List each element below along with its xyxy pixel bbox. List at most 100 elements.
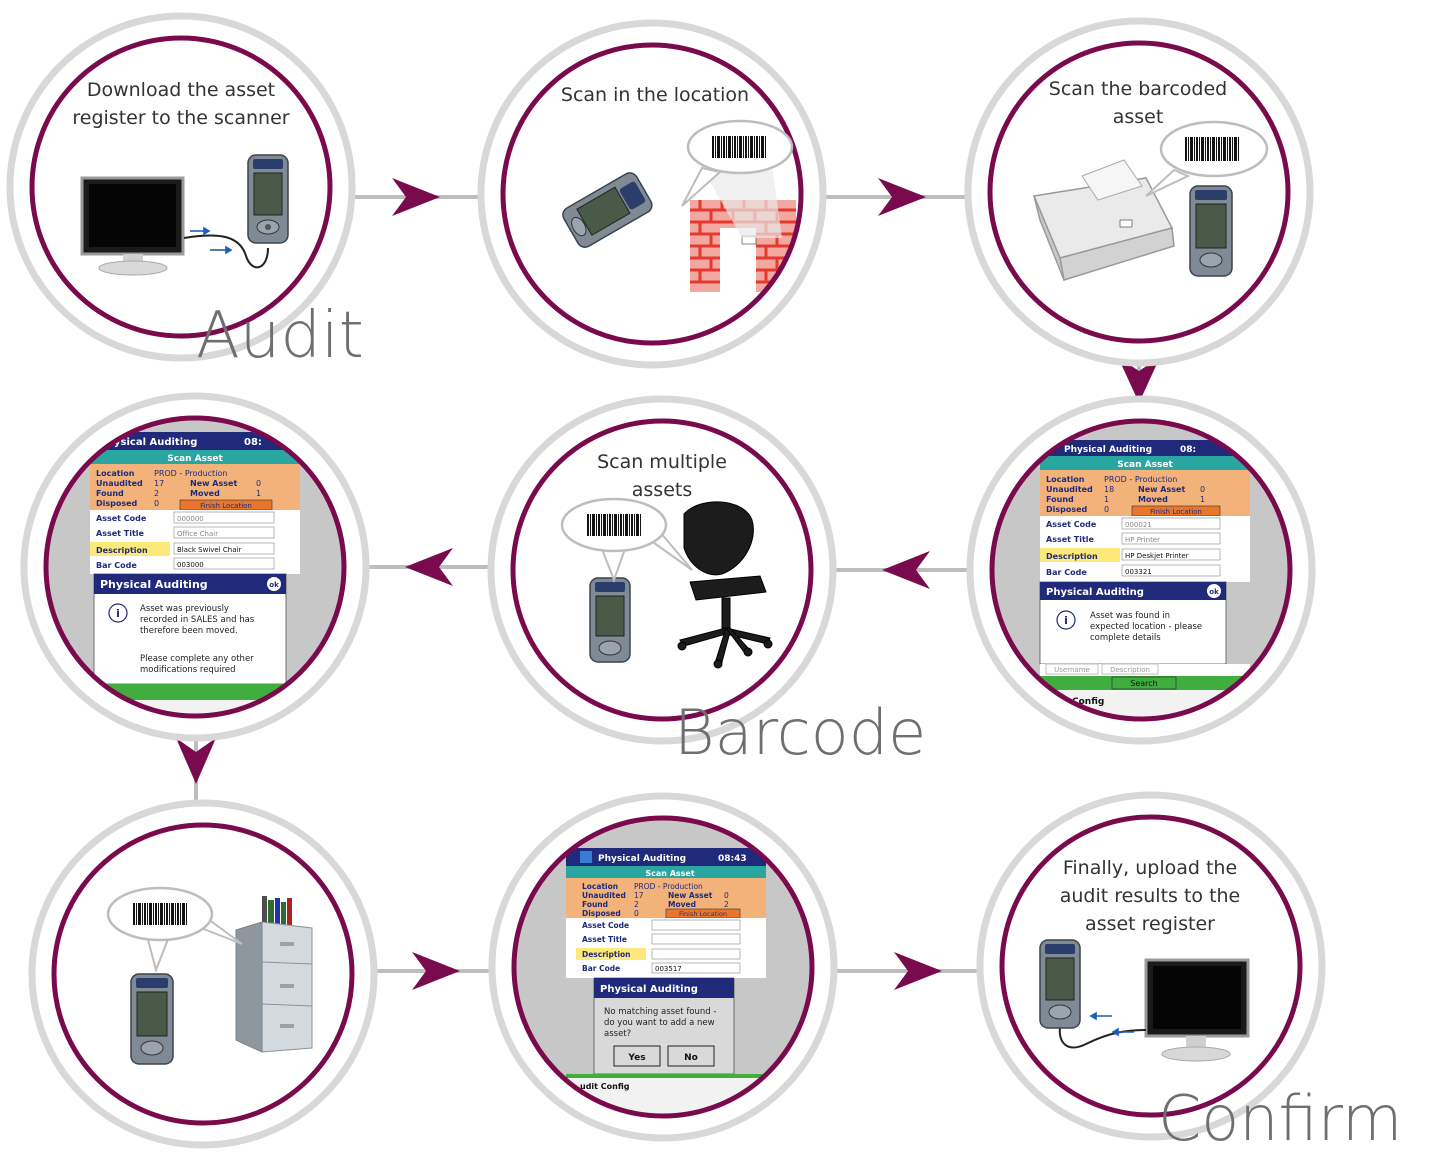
barcode-icon	[712, 136, 766, 158]
arrow-left-icon	[405, 548, 453, 586]
step-scan-asset	[964, 17, 1314, 367]
svg-text:New Asset: New Asset	[1138, 485, 1185, 494]
svg-text:i: i	[116, 607, 120, 620]
svg-text:therefore been moved.: therefore been moved.	[140, 626, 238, 636]
svg-text:0: 0	[634, 909, 639, 918]
svg-text:000000: 000000	[177, 515, 204, 523]
svg-text:000021: 000021	[1125, 521, 1152, 529]
svg-text:Description: Description	[582, 950, 631, 959]
flow-arrows	[176, 178, 1160, 990]
svg-text:Bar Code: Bar Code	[96, 561, 137, 570]
arrow-left-icon	[882, 551, 930, 589]
step-new-asset: Physical Auditing 08:43 Scan Asset Locat…	[488, 792, 838, 1142]
svg-text:Scan Asset: Scan Asset	[167, 454, 223, 464]
barcode-bubble	[681, 119, 794, 207]
barcode-icon	[133, 903, 187, 925]
pda-screen-moved: ysical Auditing 08: Scan Asset Location …	[90, 432, 300, 716]
svg-text:Black Swivel Chair: Black Swivel Chair	[177, 546, 241, 554]
svg-text:do you want to add a new: do you want to add a new	[604, 1018, 715, 1028]
label-audit: Audit	[196, 299, 364, 373]
step-scan-cabinet	[28, 799, 378, 1149]
svg-text:2: 2	[724, 900, 729, 909]
svg-text:Physical Auditing: Physical Auditing	[598, 854, 686, 864]
cable-icon	[183, 234, 269, 269]
step-download-register	[6, 12, 356, 362]
svg-text:Found: Found	[582, 900, 608, 909]
pda-icon	[1039, 939, 1081, 1029]
step-scan-multiple	[487, 395, 837, 745]
svg-text:Search: Search	[1130, 679, 1157, 688]
svg-text:0: 0	[154, 499, 159, 508]
svg-text:udit Config: udit Config	[580, 1082, 630, 1091]
svg-text:Physical Auditing: Physical Auditing	[600, 984, 698, 995]
caption-line: Scan multiple	[597, 451, 727, 473]
pda-screen-found: Physical Auditing 08: Scan Asset Locatio…	[1039, 440, 1250, 719]
svg-text:003000: 003000	[177, 561, 204, 569]
svg-text:Physical Auditing: Physical Auditing	[1064, 445, 1152, 455]
svg-text:Physical Auditing: Physical Auditing	[100, 578, 208, 591]
barcode-bubble	[106, 886, 243, 974]
label-barcode: Barcode	[674, 696, 927, 769]
barcode-bubble	[560, 497, 693, 583]
svg-text:Description: Description	[96, 546, 148, 555]
svg-text:HP Printer: HP Printer	[1125, 536, 1160, 544]
pda-icon	[247, 154, 289, 244]
svg-text:Moved: Moved	[668, 900, 696, 909]
barcode-icon	[1185, 137, 1239, 161]
monitor-icon	[1144, 958, 1250, 1062]
svg-text:Description: Description	[1110, 666, 1150, 674]
svg-text:Unaudited: Unaudited	[96, 479, 143, 488]
svg-text:Location: Location	[1046, 475, 1085, 484]
svg-text:Finish Location: Finish Location	[679, 910, 727, 918]
step-asset-moved: ysical Auditing 08: Scan Asset Location …	[20, 392, 370, 742]
svg-text:Config: Config	[1072, 697, 1104, 707]
barcode-icon	[587, 514, 641, 536]
svg-text:Asset was previously: Asset was previously	[140, 604, 229, 614]
step-upload-results	[976, 791, 1326, 1141]
svg-text:18: 18	[1104, 485, 1114, 494]
svg-text:17: 17	[154, 479, 164, 488]
svg-text:08:: 08:	[1180, 445, 1196, 455]
svg-text:asset?: asset?	[604, 1029, 631, 1039]
svg-text:Asset Code: Asset Code	[96, 514, 147, 523]
transfer-arrows-icon	[1089, 1011, 1134, 1037]
pda-screen-new: Physical Auditing 08:43 Scan Asset Locat…	[566, 848, 766, 1116]
svg-text:Bar Code: Bar Code	[1046, 568, 1087, 577]
pda-icon	[130, 973, 174, 1065]
svg-text:complete details: complete details	[1090, 633, 1161, 643]
caption-line: register to the scanner	[72, 107, 290, 129]
step-scan-location	[477, 19, 827, 369]
svg-text:2: 2	[634, 900, 639, 909]
step-asset-found: Physical Auditing 08: Scan Asset Locatio…	[966, 395, 1316, 745]
svg-text:PROD - Production: PROD - Production	[1104, 475, 1177, 484]
svg-text:Disposed: Disposed	[1046, 505, 1088, 514]
svg-text:2: 2	[154, 489, 159, 498]
svg-text:0: 0	[1200, 485, 1205, 494]
arrow-right-icon	[412, 952, 460, 990]
svg-text:Scan Asset: Scan Asset	[645, 869, 695, 878]
caption-line: asset register	[1085, 913, 1215, 935]
svg-text:ysical Auditing: ysical Auditing	[114, 437, 197, 448]
caption-step-9: Finally, upload the audit results to the…	[1025, 854, 1275, 938]
pda-icon	[562, 172, 653, 248]
arrow-down-icon	[176, 738, 216, 784]
svg-text:HP Deskjet Printer: HP Deskjet Printer	[1125, 552, 1189, 560]
svg-text:0: 0	[1104, 505, 1109, 514]
pda-icon	[589, 577, 631, 663]
barcode-bubble	[1145, 120, 1269, 197]
label-confirm: Confirm	[1158, 1082, 1403, 1155]
printer-icon	[1032, 159, 1175, 281]
svg-text:Unaudited: Unaudited	[582, 891, 626, 900]
svg-text:Office Chair: Office Chair	[177, 530, 218, 538]
svg-text:Disposed: Disposed	[582, 909, 621, 918]
svg-text:Please complete any other: Please complete any other	[140, 654, 254, 664]
svg-text:Username: Username	[1054, 666, 1090, 674]
svg-text:08:43: 08:43	[718, 854, 747, 864]
svg-text:Physical Auditing: Physical Auditing	[1046, 587, 1144, 598]
svg-text:New Asset: New Asset	[668, 891, 713, 900]
svg-text:Finish Location: Finish Location	[1150, 508, 1202, 516]
svg-text:0: 0	[256, 479, 261, 488]
svg-text:expected location - please: expected location - please	[1090, 622, 1202, 632]
svg-text:Disposed: Disposed	[96, 499, 138, 508]
